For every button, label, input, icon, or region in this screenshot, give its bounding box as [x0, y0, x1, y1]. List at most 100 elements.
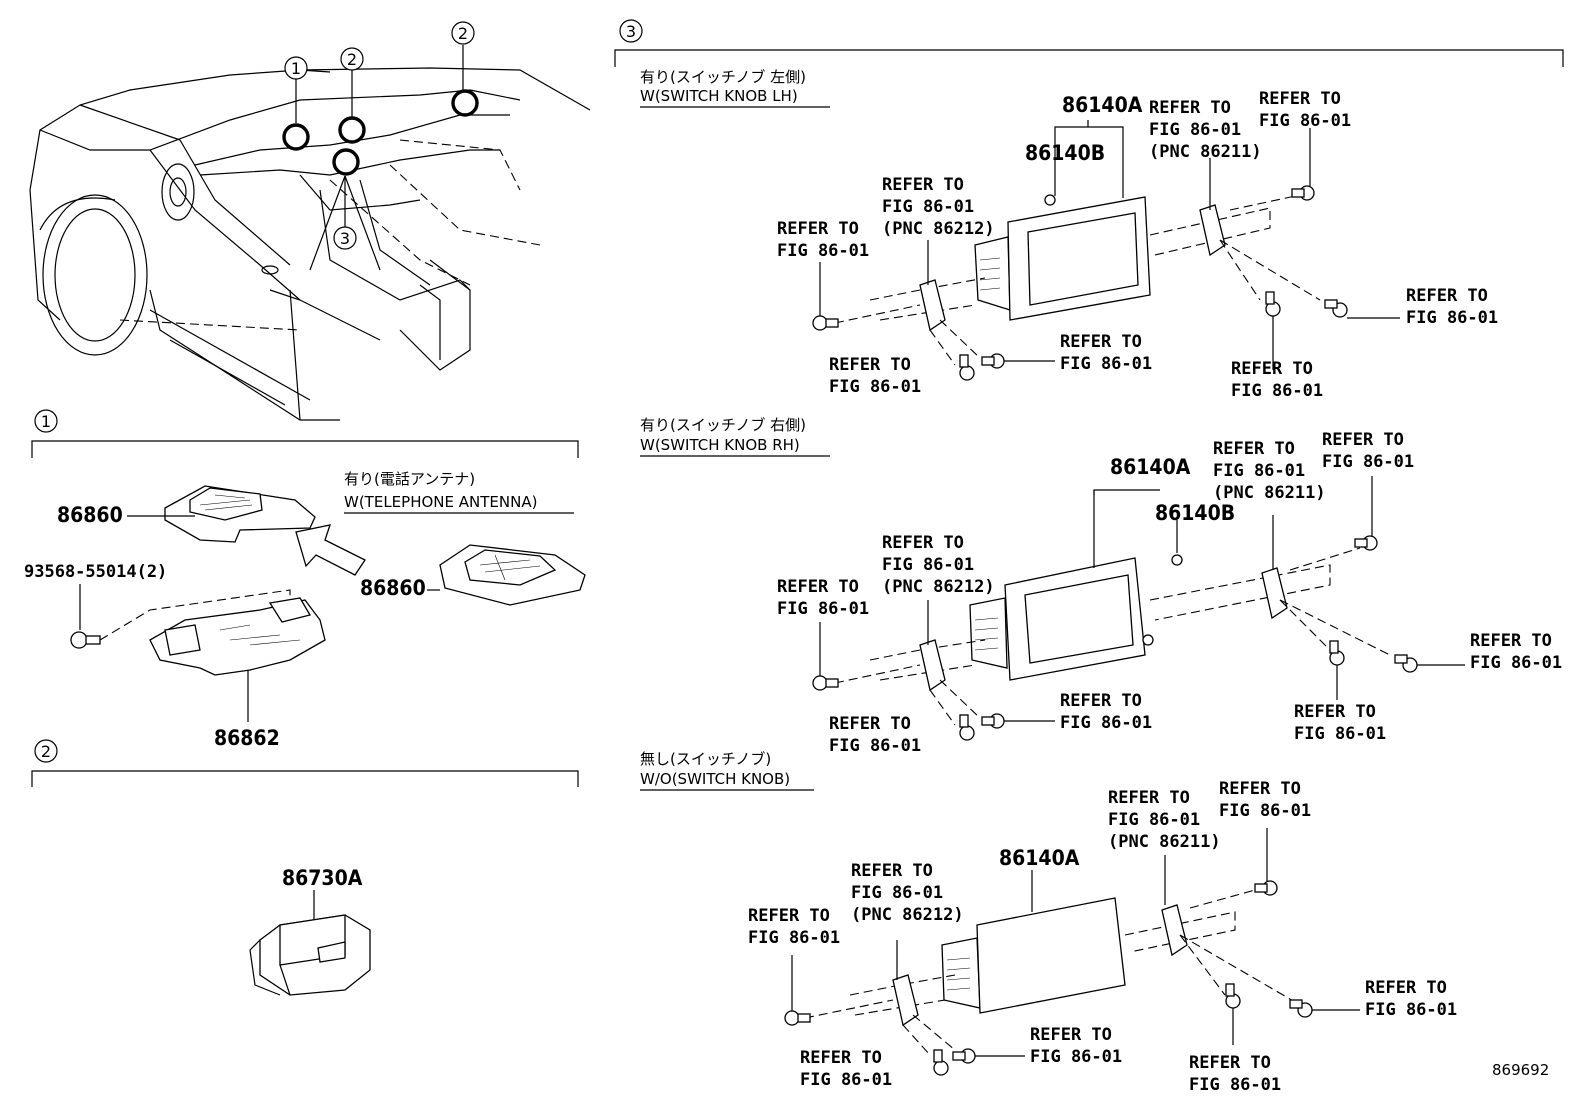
bracket-86862-part: [149, 597, 326, 676]
svg-text:FIG 86-01: FIG 86-01: [851, 883, 943, 903]
svg-text:FIG 86-01: FIG 86-01: [882, 197, 974, 217]
bolt-icon: [933, 1049, 949, 1076]
svg-text:FIG 86-01: FIG 86-01: [829, 736, 921, 756]
part-label-86862: 86862: [214, 726, 280, 750]
part-label-86860-b: 86860: [360, 576, 426, 600]
g3-ref-bottom-right: REFER TO FIG 86-01: [1189, 1053, 1281, 1095]
g2-ref-pnc86212: REFER TO FIG 86-01 (PNC 86212): [882, 533, 995, 597]
direction-arrow: [295, 524, 366, 576]
svg-text:FIG 86-01: FIG 86-01: [1189, 1075, 1281, 1095]
section-2-marker: 2: [41, 742, 51, 761]
figure-id: 869692: [1492, 1061, 1549, 1079]
svg-text:FIG 86-01: FIG 86-01: [1322, 452, 1414, 472]
svg-text:FIG 86-01: FIG 86-01: [1149, 120, 1241, 140]
bolt-icon: [1354, 535, 1378, 551]
g1-part-86140B: 86140B: [1025, 141, 1105, 165]
svg-text:(PNC 86212): (PNC 86212): [882, 219, 995, 239]
svg-text:REFER TO: REFER TO: [1149, 98, 1231, 118]
g1-ref-pnc86211: REFER TO FIG 86-01 (PNC 86211): [1149, 98, 1262, 162]
group3-condition-jp: 無し(スイッチノブ): [640, 750, 771, 768]
section-1-condition-jp: 有り(電話アンテナ): [344, 470, 475, 488]
group-switch-knob-lh: 有り(スイッチノブ 左側) W(SWITCH KNOB LH) 86140A 8…: [640, 68, 1498, 401]
g1-ref-bottom-center: REFER TO FIG 86-01: [1060, 332, 1152, 374]
svg-text:FIG 86-01: FIG 86-01: [1231, 381, 1323, 401]
group2-condition-jp: 有り(スイッチノブ 右側): [640, 416, 806, 434]
section-3-marker: 3: [626, 22, 636, 41]
part-label-86860-a: 86860: [57, 503, 123, 527]
g1-part-86140A: 86140A: [1062, 93, 1143, 117]
svg-text:REFER TO: REFER TO: [1231, 359, 1313, 379]
svg-text:FIG 86-01: FIG 86-01: [800, 1070, 892, 1090]
g3-ref-far-right: REFER TO FIG 86-01: [1365, 978, 1457, 1020]
section-1-marker: 1: [41, 412, 51, 431]
g1-ref-pnc86212: REFER TO FIG 86-01 (PNC 86212): [882, 175, 995, 239]
svg-text:REFER TO: REFER TO: [1294, 702, 1376, 722]
svg-text:(PNC 86212): (PNC 86212): [851, 905, 964, 925]
svg-text:FIG 86-01: FIG 86-01: [748, 928, 840, 948]
svg-text:FIG 86-01: FIG 86-01: [1060, 713, 1152, 733]
svg-text:REFER TO: REFER TO: [777, 577, 859, 597]
svg-text:REFER TO: REFER TO: [1108, 788, 1190, 808]
group-switch-knob-rh: 有り(スイッチノブ 右側) W(SWITCH KNOB RH) 86140A 8…: [640, 416, 1562, 756]
bolt-icon: [1291, 185, 1315, 201]
g1-ref-bottom-left: REFER TO FIG 86-01: [829, 355, 921, 397]
svg-text:FIG 86-01: FIG 86-01: [1030, 1047, 1122, 1067]
group2-condition-en: W(SWITCH KNOB RH): [640, 436, 800, 454]
svg-text:REFER TO: REFER TO: [1322, 430, 1404, 450]
svg-text:REFER TO: REFER TO: [777, 219, 859, 239]
bolt-icon: [1394, 654, 1418, 673]
svg-text:FIG 86-01: FIG 86-01: [1219, 801, 1311, 821]
overview-callout-3: 3: [340, 229, 350, 248]
bolt-icon: [1265, 291, 1281, 317]
g3-ref-bottom-left: REFER TO FIG 86-01: [800, 1048, 892, 1090]
bolt-icon: [1289, 999, 1313, 1018]
svg-text:REFER TO: REFER TO: [882, 533, 964, 553]
bolt-icon: [812, 315, 839, 331]
svg-text:REFER TO: REFER TO: [1406, 286, 1488, 306]
svg-text:(PNC 86212): (PNC 86212): [882, 577, 995, 597]
bolt-icon: [1329, 640, 1345, 666]
overview-callout-2b: 2: [458, 24, 468, 43]
svg-text:FIG 86-01: FIG 86-01: [777, 241, 869, 261]
g3-ref-left: REFER TO FIG 86-01: [748, 906, 840, 948]
g1-ref-top-right: REFER TO FIG 86-01: [1259, 89, 1351, 131]
g2-ref-bottom-left: REFER TO FIG 86-01: [829, 714, 921, 756]
bolt-icon: [1324, 299, 1348, 318]
svg-text:FIG 86-01: FIG 86-01: [1406, 308, 1498, 328]
g3-ref-bottom-center: REFER TO FIG 86-01: [1030, 1025, 1122, 1067]
bolt-icon: [959, 714, 975, 741]
g2-ref-top-right: REFER TO FIG 86-01: [1322, 430, 1414, 472]
overview-callout-1: 1: [291, 59, 301, 78]
g2-ref-far-right: REFER TO FIG 86-01: [1470, 631, 1562, 673]
g3-ref-top-right: REFER TO FIG 86-01: [1219, 779, 1311, 821]
g2-part-86140A: 86140A: [1110, 455, 1191, 479]
svg-text:REFER TO: REFER TO: [1365, 978, 1447, 998]
svg-text:REFER TO: REFER TO: [1060, 332, 1142, 352]
svg-text:REFER TO: REFER TO: [1030, 1025, 1112, 1045]
svg-text:FIG 86-01: FIG 86-01: [1470, 653, 1562, 673]
svg-text:FIG 86-01: FIG 86-01: [777, 599, 869, 619]
svg-text:FIG 86-01: FIG 86-01: [882, 555, 974, 575]
bolt-icon: [70, 631, 101, 649]
bolt-icon: [981, 353, 1005, 369]
svg-text:REFER TO: REFER TO: [1259, 89, 1341, 109]
bolt-icon: [981, 713, 1005, 729]
g2-ref-pnc86211: REFER TO FIG 86-01 (PNC 86211): [1213, 439, 1326, 503]
svg-text:REFER TO: REFER TO: [829, 714, 911, 734]
svg-text:REFER TO: REFER TO: [1213, 439, 1295, 459]
g1-ref-bottom-right: REFER TO FIG 86-01: [1231, 359, 1323, 401]
svg-text:REFER TO: REFER TO: [800, 1048, 882, 1068]
part-label-86730A: 86730A: [282, 866, 363, 890]
group-without-switch-knob: 無し(スイッチノブ) W/O(SWITCH KNOB) 86140A: [640, 750, 1457, 1095]
antenna-86860-part: [164, 485, 316, 543]
g3-part-86140A: 86140A: [999, 846, 1080, 870]
section-1-condition-en: W(TELEPHONE ANTENNA): [344, 493, 537, 511]
svg-text:FIG 86-01: FIG 86-01: [1294, 724, 1386, 744]
part-label-93568-55014: 93568-55014(2): [24, 562, 167, 582]
svg-text:REFER TO: REFER TO: [829, 355, 911, 375]
svg-text:REFER TO: REFER TO: [748, 906, 830, 926]
group3-condition-en: W/O(SWITCH KNOB): [640, 770, 790, 788]
overview-car-interior: 1 2 2 3: [29, 21, 591, 421]
bolt-icon: [1254, 880, 1278, 896]
